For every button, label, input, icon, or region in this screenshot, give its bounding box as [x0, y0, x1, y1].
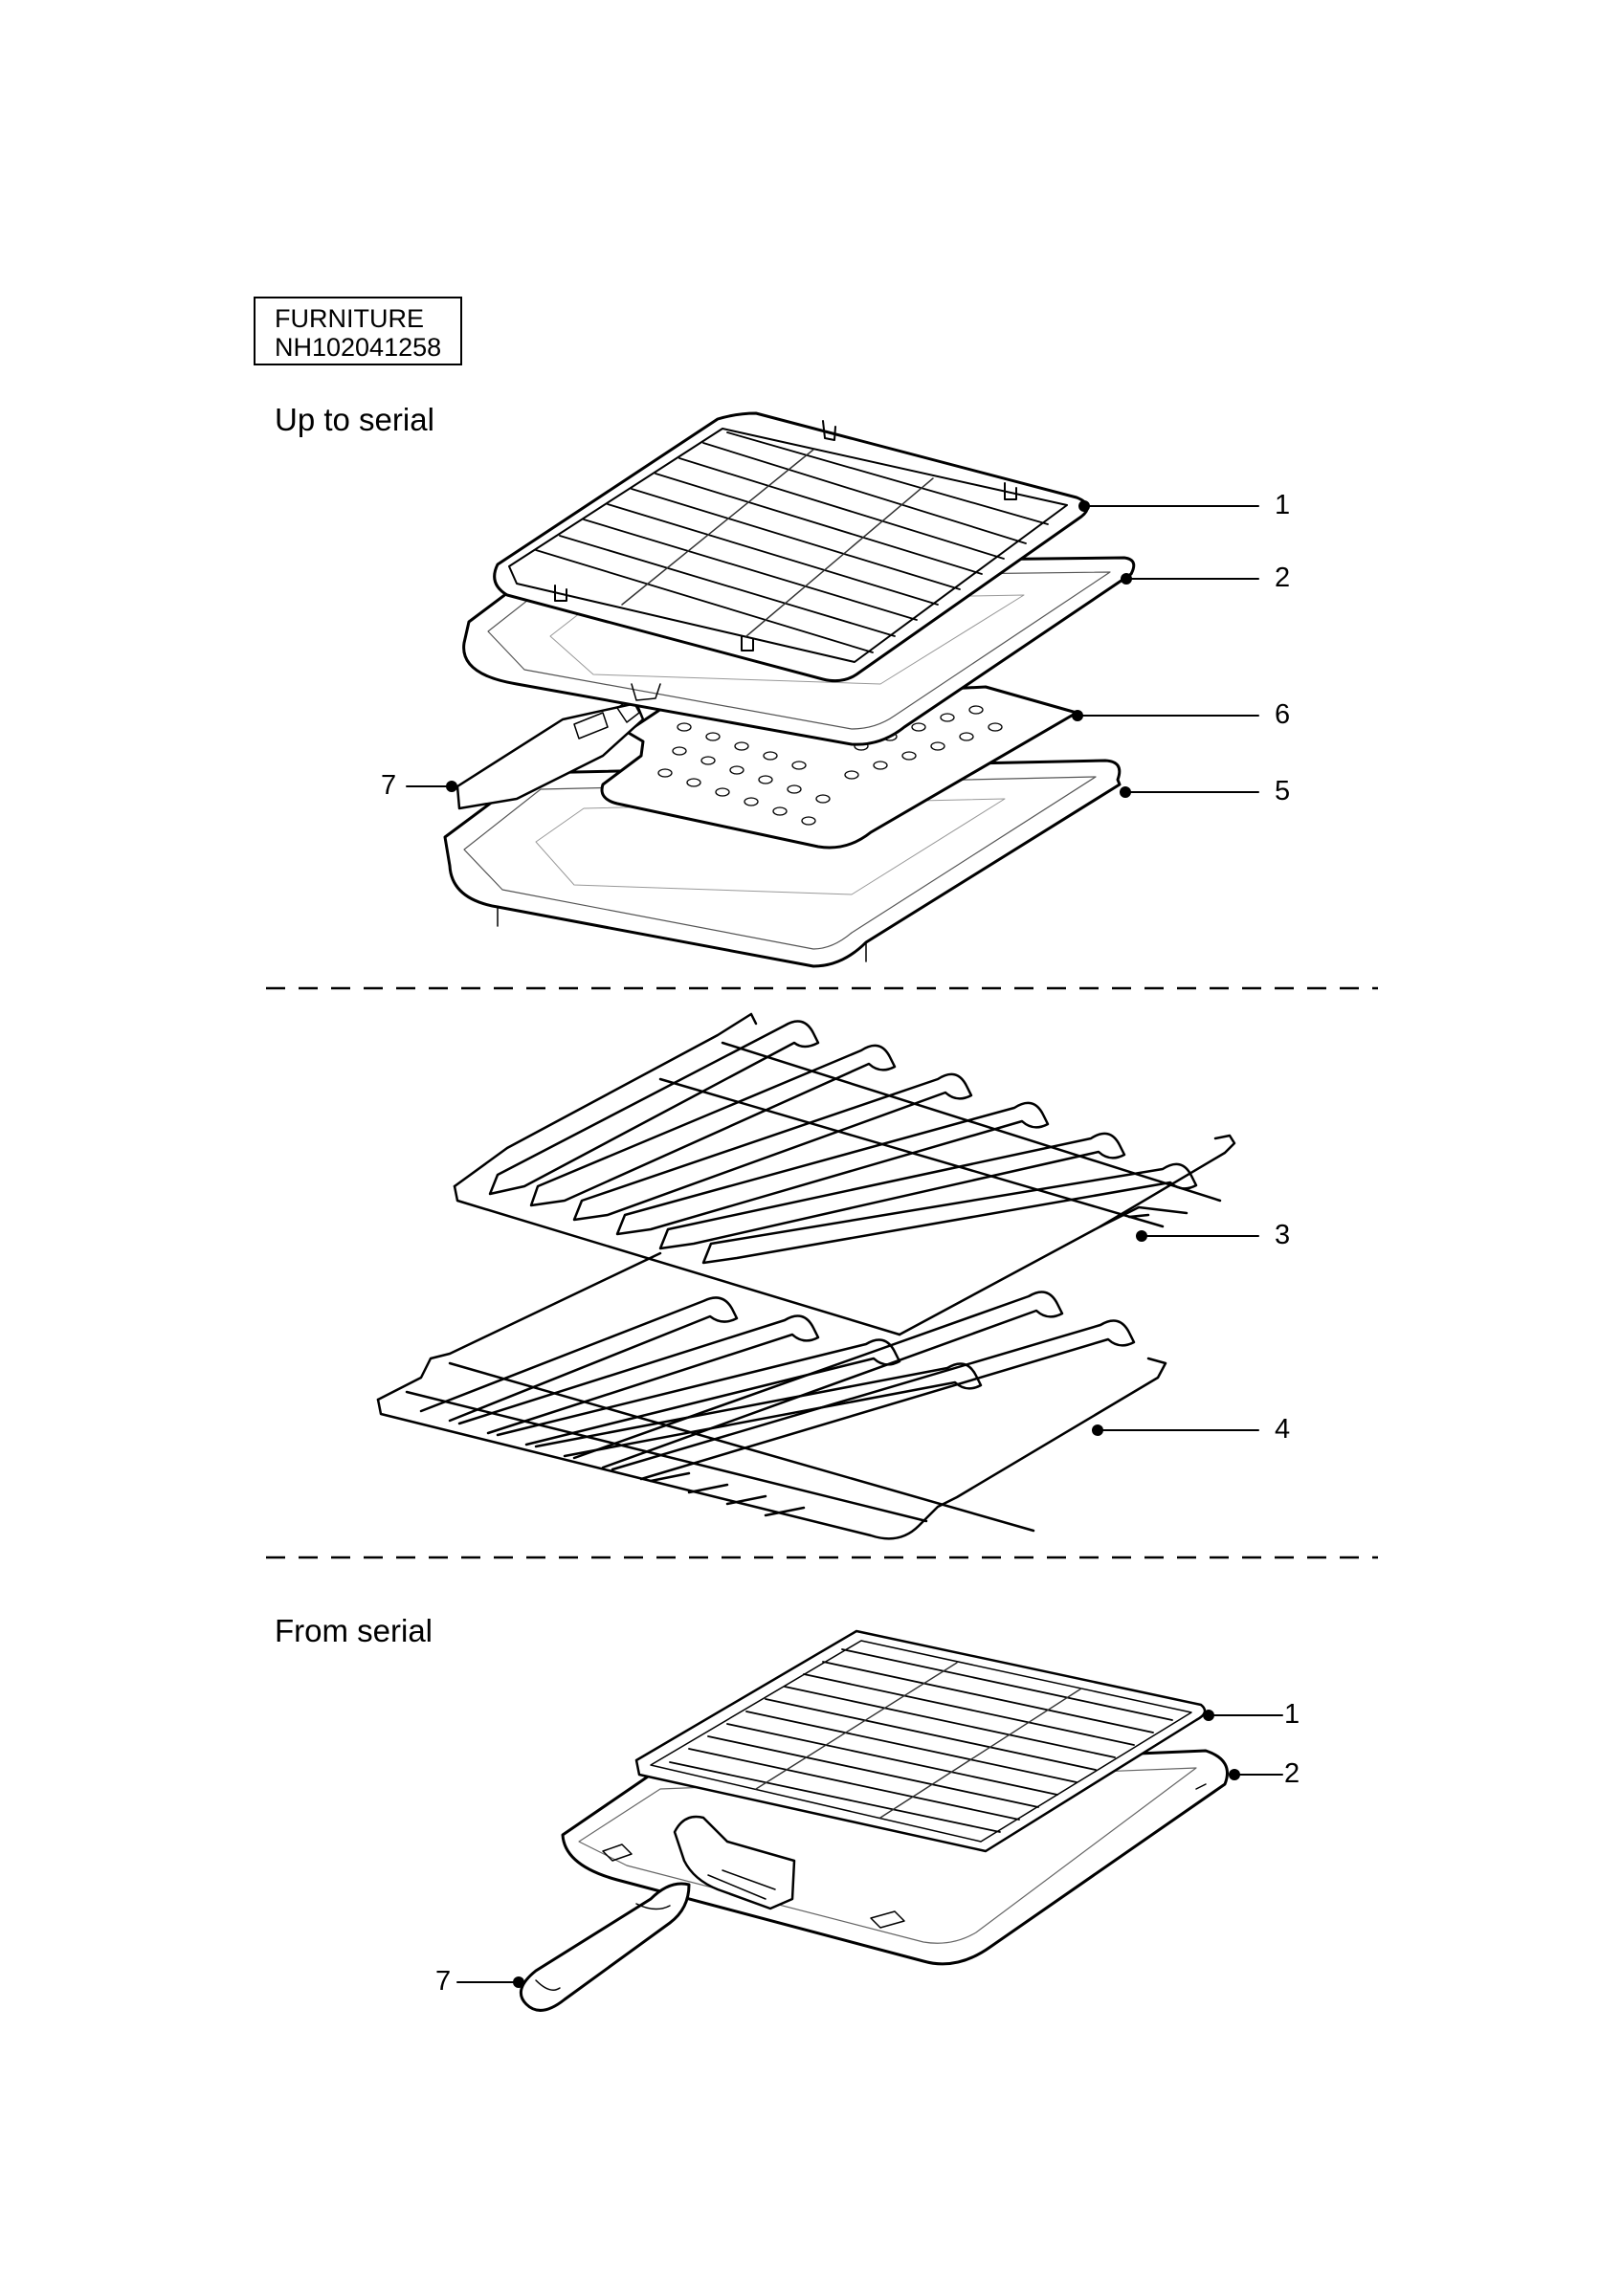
callout-4-middle: 4 [1275, 1414, 1291, 1445]
section-title-from-serial: From serial [275, 1613, 433, 1648]
middle-callout-dots [1092, 1230, 1147, 1436]
part-4-shelf-rack [376, 1251, 1167, 1540]
part-6-perforated-sheet [600, 685, 1078, 850]
callout-5-top: 5 [1275, 776, 1291, 806]
callout-7-top: 7 [381, 770, 397, 801]
callout-2-bottom: 2 [1284, 1758, 1300, 1789]
part-5-tray [443, 759, 1122, 968]
callout-7-bottom: 7 [435, 1966, 452, 1997]
part-3-shelf-rack [453, 1012, 1236, 1336]
middle-callout-leaders [1097, 1235, 1259, 1431]
callout-2-top: 2 [1275, 563, 1291, 593]
section-title-up-to-serial: Up to serial [275, 402, 434, 437]
bottom-callout-leaders [456, 1714, 1283, 1983]
callout-1-top: 1 [1275, 490, 1291, 520]
callout-1-bottom: 1 [1284, 1699, 1300, 1730]
furniture-label-box: FURNITURE NH102041258 [254, 297, 462, 365]
top-callout-dots [446, 500, 1132, 798]
part-1-wire-grid-new [634, 1629, 1207, 1853]
callout-3-middle: 3 [1275, 1220, 1291, 1250]
label-line-2: NH102041258 [275, 333, 442, 362]
top-callout-leaders [406, 505, 1259, 793]
label-line-1: FURNITURE [275, 304, 424, 333]
part-1-wire-grid [493, 411, 1089, 683]
part-7-handle [519, 1815, 796, 2012]
bottom-callout-dots [513, 1710, 1240, 1988]
callout-6-top: 6 [1275, 699, 1291, 730]
part-7-handle-bracket [455, 697, 645, 810]
